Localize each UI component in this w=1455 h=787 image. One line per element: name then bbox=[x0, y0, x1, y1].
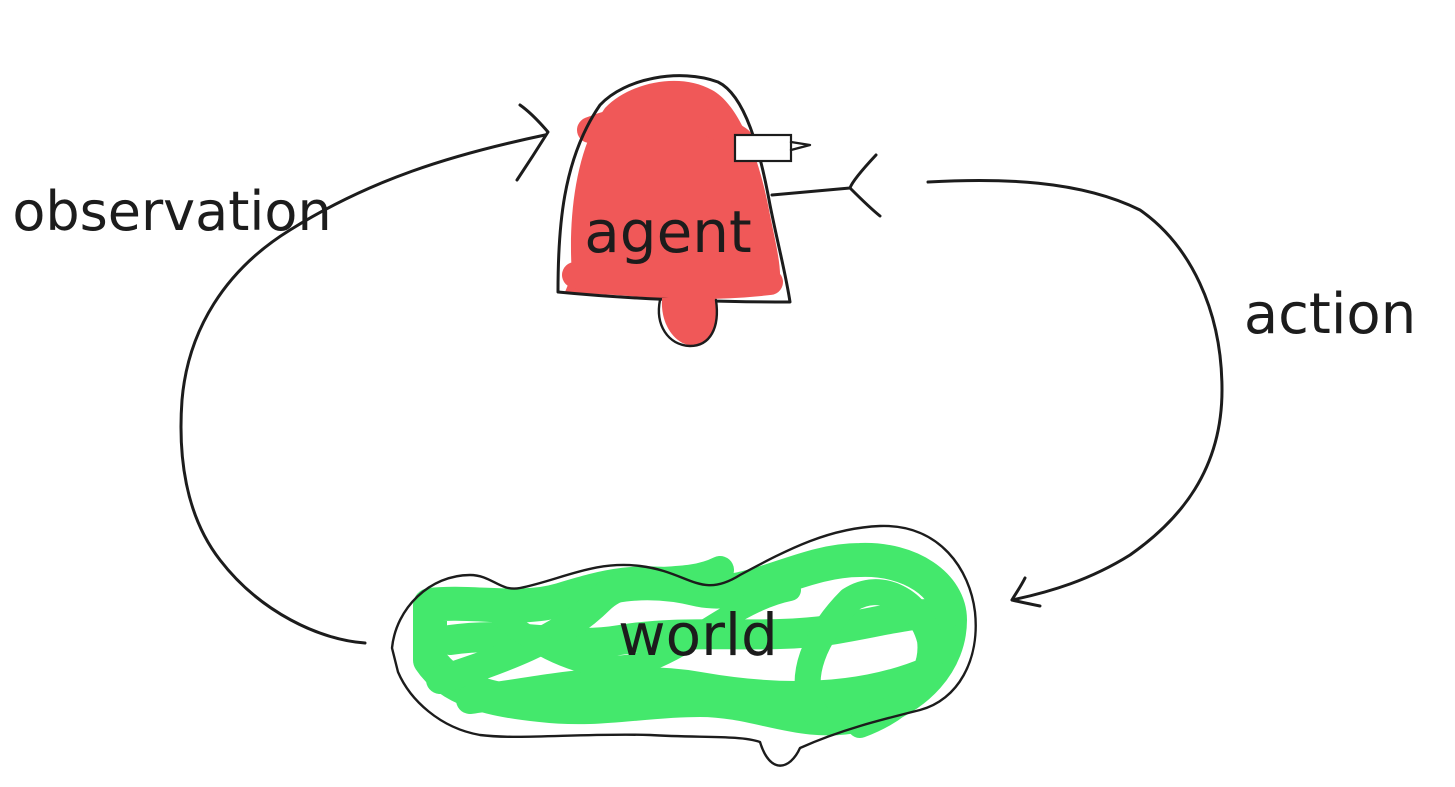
action-edge: action bbox=[848, 153, 1416, 608]
action-arrowhead-icon bbox=[1010, 576, 1042, 608]
agent-bulb-outline bbox=[657, 298, 719, 348]
observation-edge: observation bbox=[12, 103, 550, 645]
observation-label: observation bbox=[12, 180, 331, 243]
agent-body-outline bbox=[556, 74, 792, 304]
agent-arm bbox=[770, 186, 852, 197]
world-node: world bbox=[390, 524, 977, 767]
world-label: world bbox=[618, 601, 778, 669]
agent-label: agent bbox=[584, 198, 752, 266]
action-arc bbox=[926, 178, 1224, 602]
observation-arc bbox=[179, 133, 547, 645]
observation-arrowhead-icon bbox=[515, 103, 550, 182]
agent-sensor-icon bbox=[733, 133, 793, 163]
world-outline bbox=[390, 524, 977, 767]
action-label: action bbox=[1244, 282, 1416, 347]
world-scribble-fill bbox=[413, 542, 967, 738]
agent-node: agent bbox=[556, 74, 852, 348]
agent-bulb-fill bbox=[661, 298, 717, 345]
action-fork-icon bbox=[848, 153, 882, 218]
